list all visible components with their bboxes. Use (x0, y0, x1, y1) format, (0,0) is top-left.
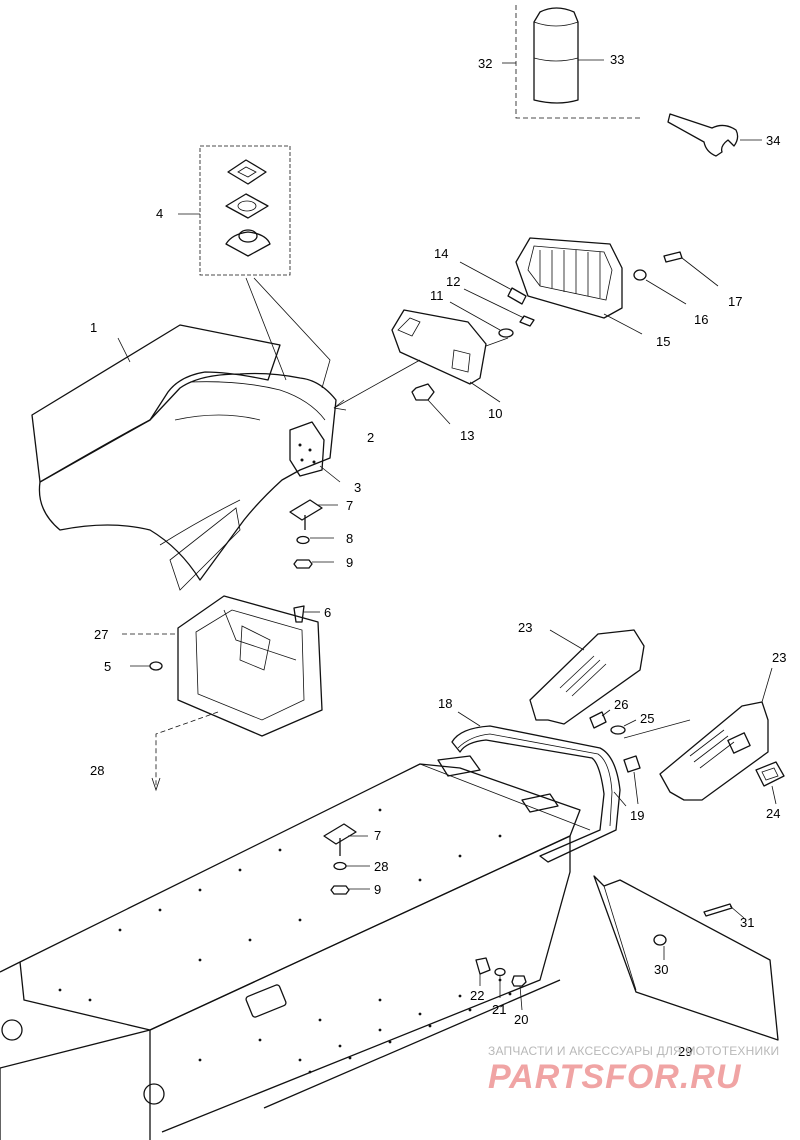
callout-24: 24 (766, 806, 780, 821)
callout-11: 11 (430, 288, 444, 303)
callout-10: 10 (488, 406, 502, 421)
part-34-wrench (667, 113, 762, 157)
callout-8: 8 (346, 531, 353, 546)
callout-25: 25 (640, 711, 654, 726)
part-15-taillight-lens (515, 237, 643, 335)
watermark-tagline: ЗАПЧАСТИ И АКСЕССУАРЫ ДЛЯ МОТОТЕХНИКИ (488, 1044, 780, 1058)
callout-31: 31 (740, 915, 754, 930)
callout-32: 32 (478, 56, 492, 71)
callout-9b: 9 (374, 882, 381, 897)
tunnel-frame (0, 755, 591, 1140)
callout-23b: 23 (772, 650, 786, 665)
part-10-taillight-housing (391, 309, 509, 403)
callout-28b: 28 (374, 859, 388, 874)
callout-18: 18 (438, 696, 452, 711)
callout-9a: 9 (346, 555, 353, 570)
watermark-logo: PARTSFOR.RU (488, 1058, 742, 1096)
callout-28a: 28 (90, 763, 104, 778)
callout-6: 6 (324, 605, 331, 620)
callout-labels: 1 2 3 4 5 6 7 7 8 9 9 10 11 12 13 14 15 … (90, 52, 786, 1059)
part-1-seat (31, 324, 421, 591)
hardware-20-22 (475, 957, 527, 1011)
callout-5: 5 (104, 659, 111, 674)
callout-30: 30 (654, 962, 668, 977)
callout-12: 12 (446, 274, 460, 289)
callout-19: 19 (630, 808, 644, 823)
callout-23a: 23 (518, 620, 532, 635)
callout-27: 27 (94, 627, 108, 642)
callout-17: 17 (728, 294, 742, 309)
hardware-7-28-9-lower (323, 823, 370, 895)
part-33-boot (533, 7, 604, 104)
callout-7a: 7 (346, 498, 353, 513)
hardware-11-17 (411, 251, 719, 425)
callout-33: 33 (610, 52, 624, 67)
part-23-trim-left (529, 629, 645, 725)
callout-14: 14 (434, 246, 448, 261)
callout-29: 29 (678, 1044, 692, 1059)
callout-2: 2 (367, 430, 374, 445)
callout-16: 16 (694, 312, 708, 327)
part-29-flap (593, 875, 779, 1041)
part-18-grab-handle (451, 711, 627, 863)
part-27-storage-box (122, 595, 323, 792)
hardware-7-8-9-upper (289, 499, 338, 569)
kit-4-box (178, 145, 331, 389)
callout-20: 20 (514, 1012, 528, 1027)
kit-32-bracket (502, 5, 642, 119)
callout-26: 26 (614, 697, 628, 712)
part-23-trim-right (659, 667, 773, 801)
callout-13: 13 (460, 428, 474, 443)
callout-7b: 7 (374, 828, 381, 843)
callout-21: 21 (492, 1002, 506, 1017)
callout-4: 4 (156, 206, 163, 221)
hardware-19-26 (589, 709, 785, 805)
callout-1: 1 (90, 320, 97, 335)
callout-15: 15 (656, 334, 670, 349)
callout-34: 34 (766, 133, 780, 148)
callout-22: 22 (470, 988, 484, 1003)
callout-3: 3 (354, 480, 361, 495)
